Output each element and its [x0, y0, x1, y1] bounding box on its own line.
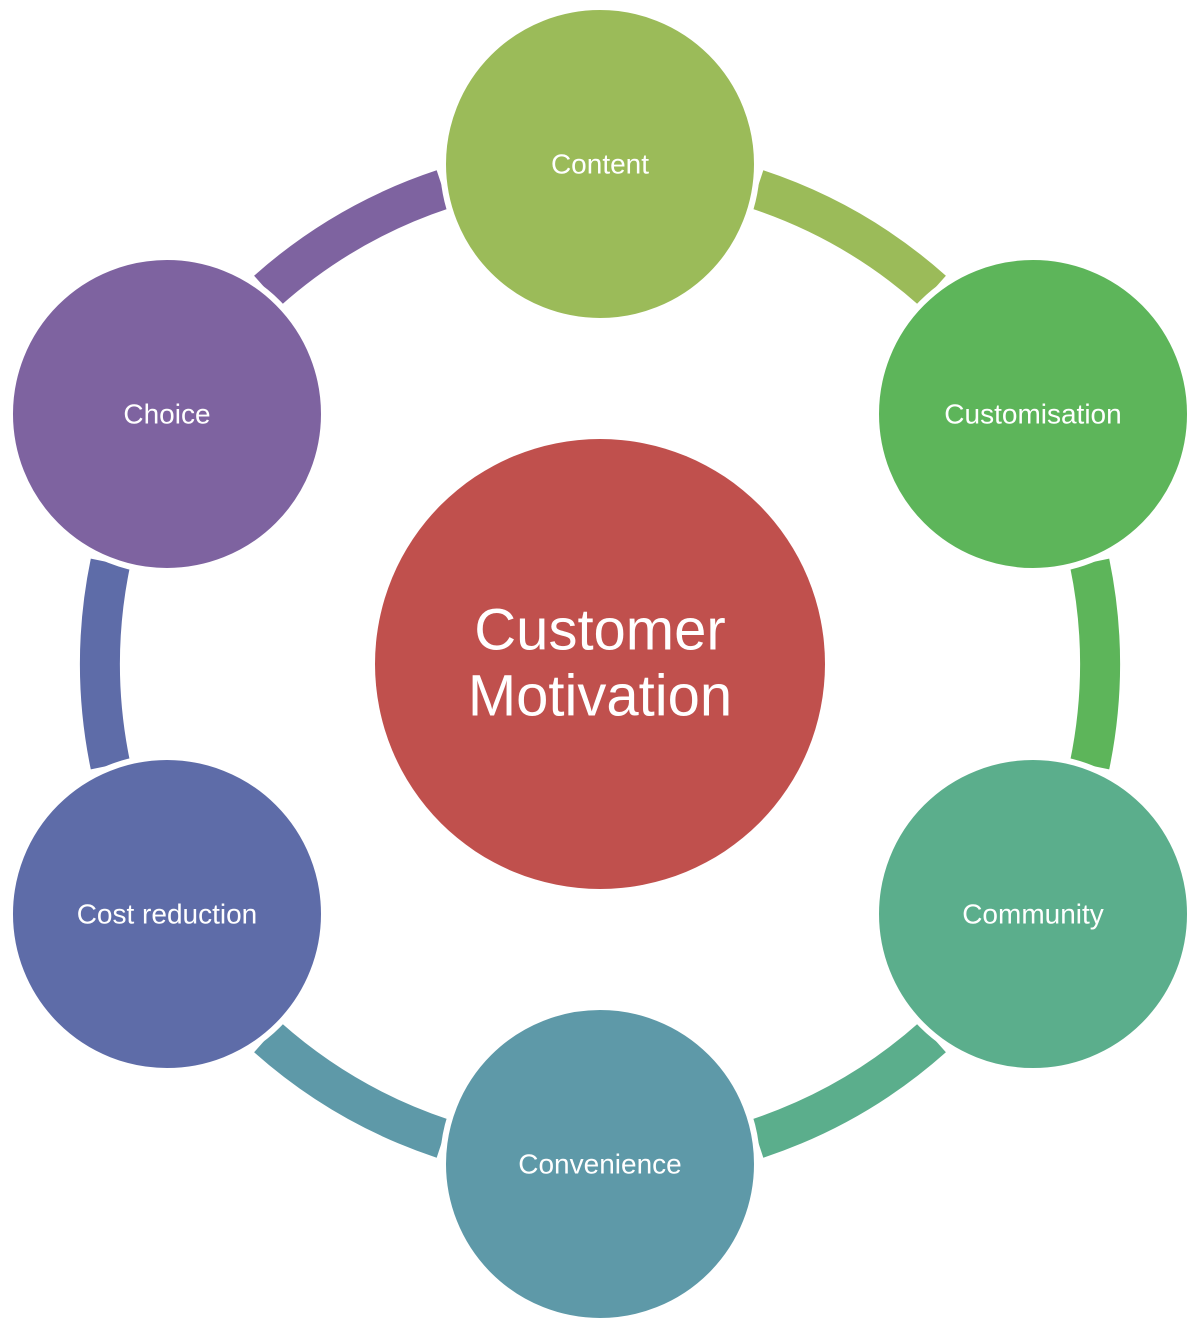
node-circle-community [873, 754, 1194, 1074]
node-circle-convenience [440, 1004, 760, 1324]
connector-arcs [80, 170, 1120, 1158]
connector-arc-content [750, 170, 946, 306]
node-community: Community [873, 754, 1194, 1074]
node-circle-cost-reduction [6, 754, 327, 1074]
connector-arc-cost-reduction [80, 558, 130, 770]
node-choice: Choice [6, 254, 327, 574]
center-label-line-1: Customer [474, 598, 725, 663]
node-cost-reduction: Cost reduction [6, 754, 327, 1074]
node-label-convenience: Convenience [518, 1149, 681, 1180]
node-label-choice: Choice [123, 399, 210, 430]
center-node: Customer Motivation [375, 439, 825, 889]
node-content: Content [440, 4, 760, 324]
connector-arc-choice [254, 170, 450, 306]
node-circle-content [440, 4, 760, 324]
node-customisation: Customisation [873, 254, 1194, 574]
connector-arc-convenience [254, 1022, 450, 1158]
node-circle-choice [6, 254, 327, 574]
center-label-line-2: Motivation [468, 664, 732, 729]
connector-arc-customisation [1070, 558, 1120, 770]
node-circle-customisation [873, 254, 1194, 574]
node-label-community: Community [962, 899, 1104, 930]
node-label-content: Content [551, 149, 649, 180]
node-label-customisation: Customisation [944, 399, 1121, 430]
connector-arc-community [750, 1022, 946, 1158]
center-circle [375, 439, 825, 889]
outer-nodes: Content Customisation Community Convenie… [6, 4, 1194, 1324]
node-convenience: Convenience [440, 1004, 760, 1324]
node-label-cost-reduction: Cost reduction [77, 899, 258, 930]
